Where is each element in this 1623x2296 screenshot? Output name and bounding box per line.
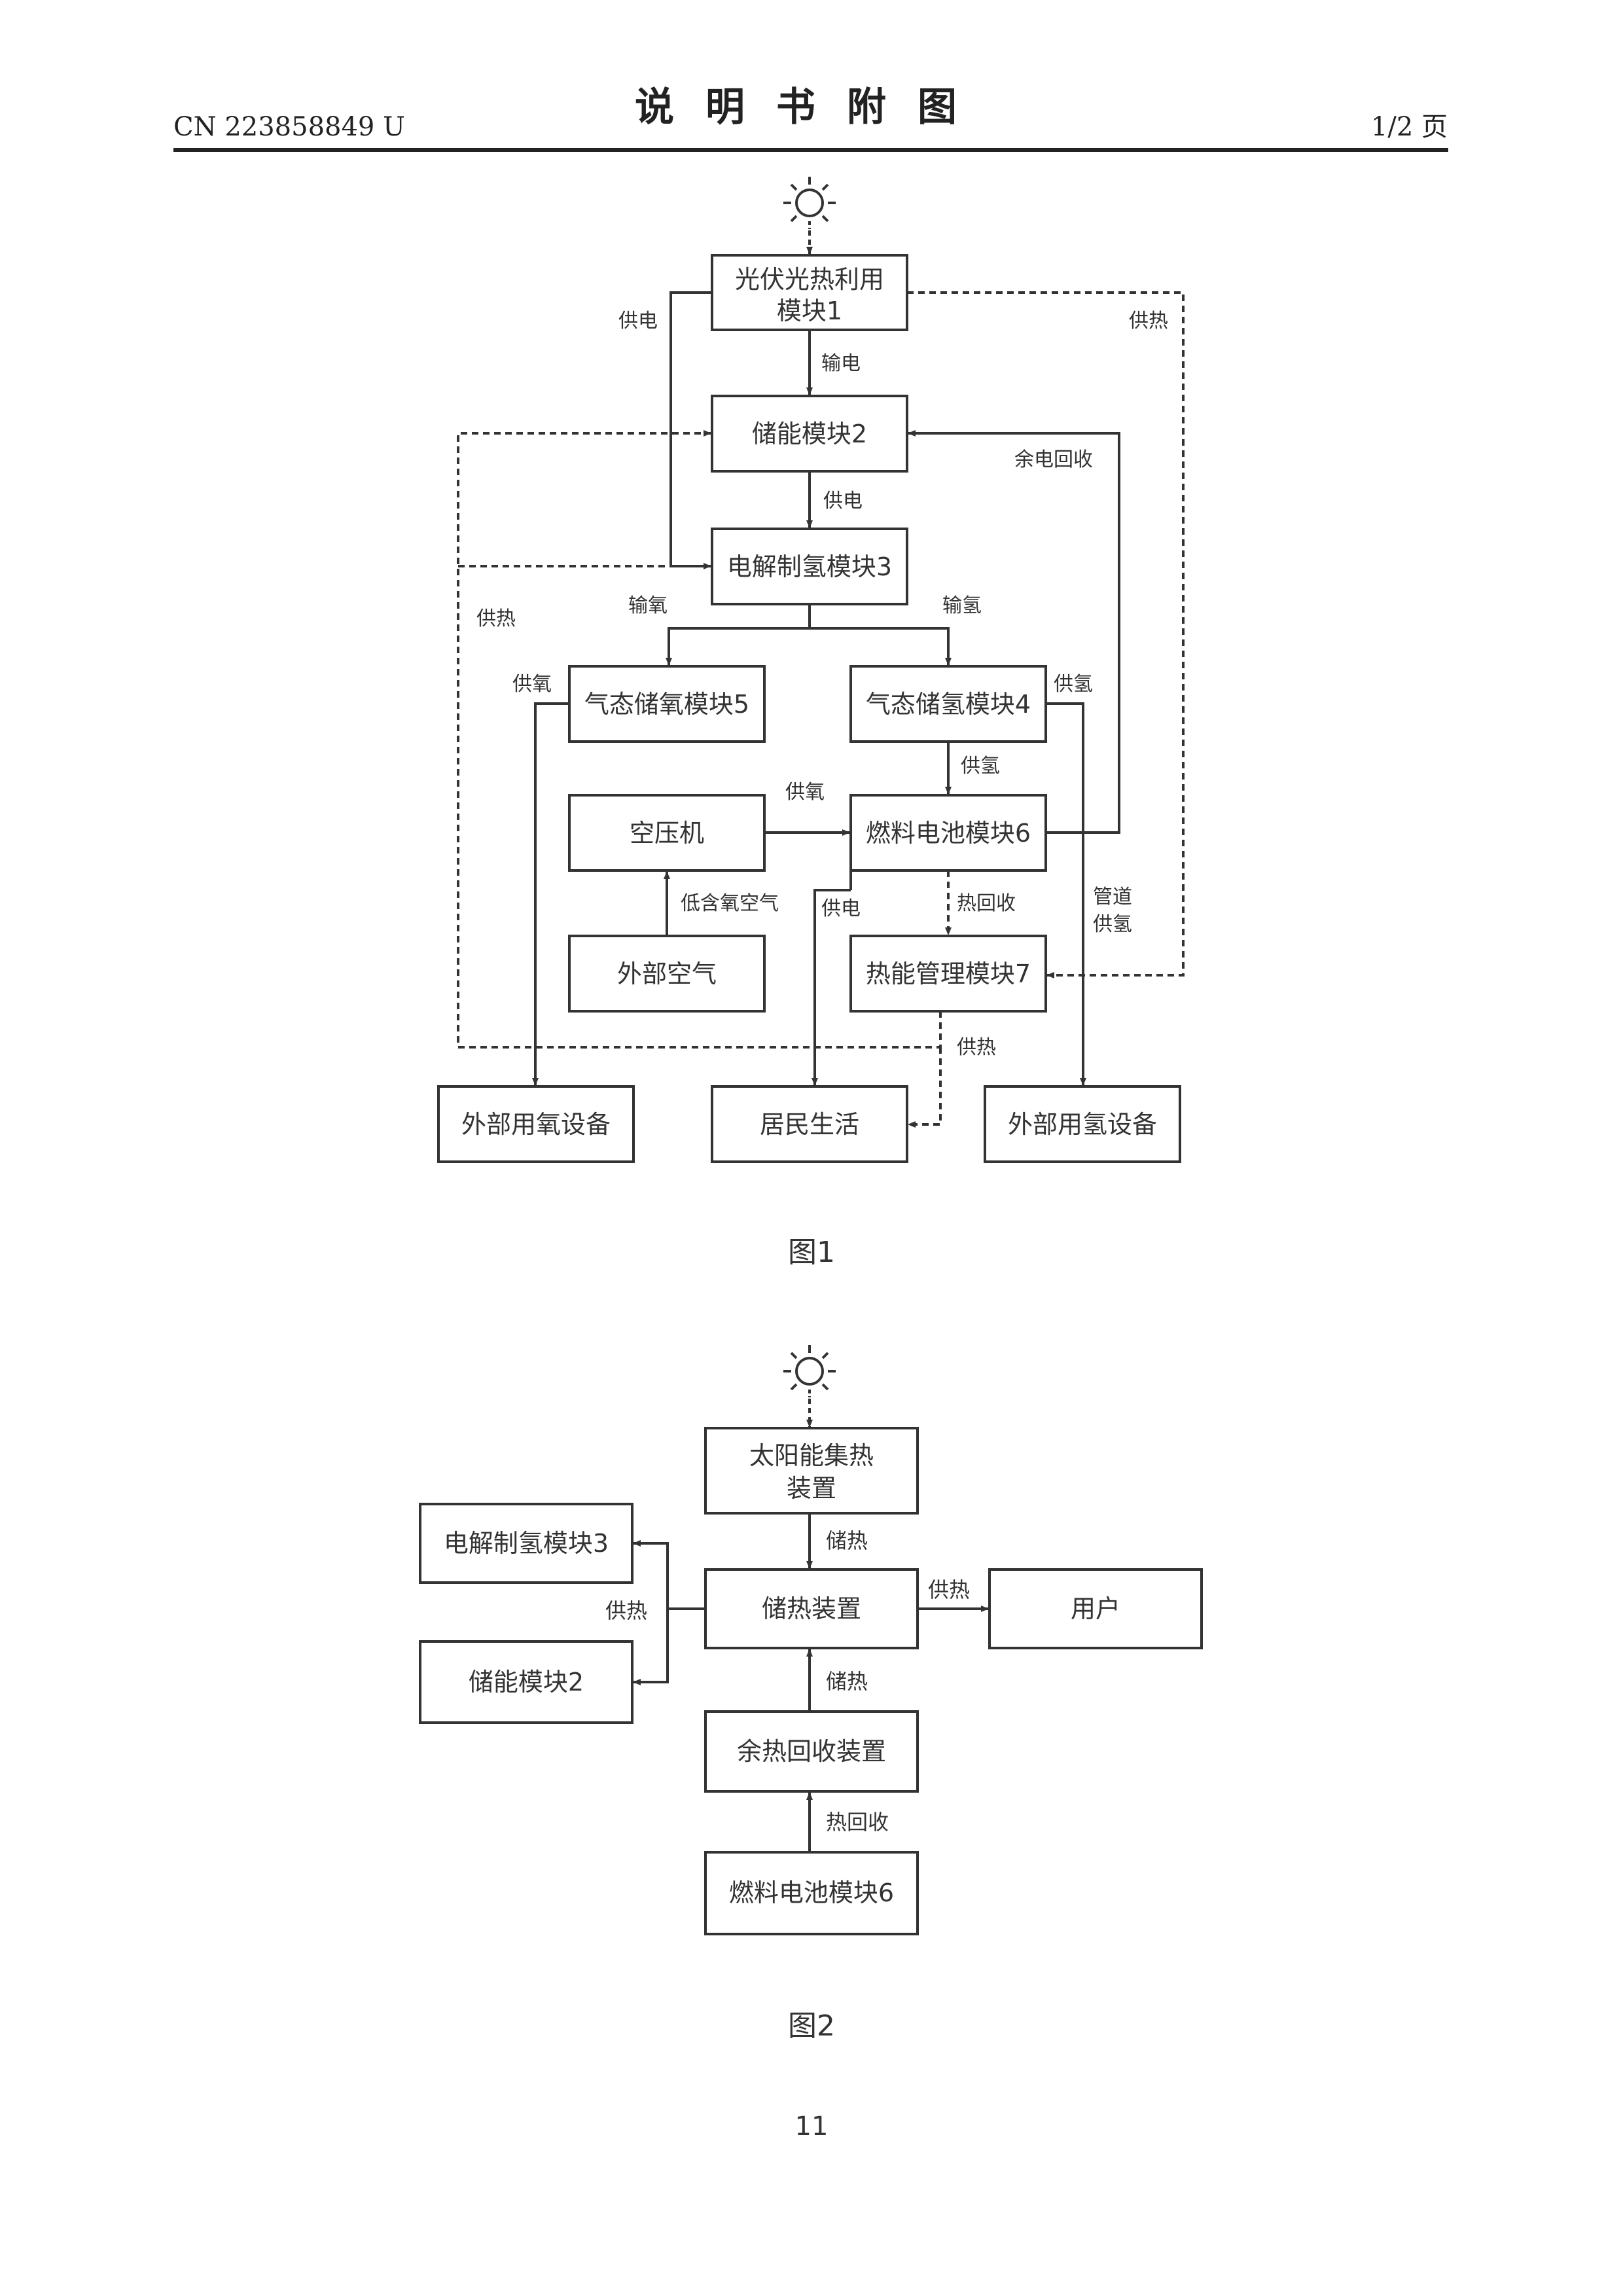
- fig2-label-heat-recovery: 热回收: [826, 1810, 889, 1835]
- fig2-energy-storage-module-label: 储能模块2: [469, 1668, 584, 1696]
- user-label: 用户: [1071, 1594, 1120, 1623]
- label-low-oxygen-air: 低含氧空气: [681, 892, 779, 915]
- fig2-electrolysis-module-label: 电解制氢模块3: [444, 1529, 609, 1558]
- figure-2: [420, 1345, 1202, 1934]
- label-transmit-power: 输电: [821, 352, 861, 375]
- solar-collector-label-line2: 装置: [787, 1474, 836, 1503]
- label-pipeline-hydrogen-line2: 供氢: [1093, 913, 1132, 936]
- line-fuel-cell-surplus-power: [908, 433, 1119, 833]
- waste-heat-recovery-label: 余热回收装置: [737, 1737, 886, 1766]
- pv-thermal-module-label-line1: 光伏光热利用: [735, 265, 884, 294]
- page-number: 11: [795, 2111, 829, 2142]
- label-transmit-hydrogen: 输氢: [942, 594, 982, 617]
- label-heat-recovery: 热回收: [957, 892, 1016, 915]
- fuel-cell-module-label: 燃料电池模块6: [866, 819, 1031, 848]
- line-pv-direct-power: [671, 293, 712, 566]
- sun-icon: [783, 177, 836, 229]
- label-oxygen-supply-left: 供氧: [512, 673, 552, 696]
- dashed-heat-to-residents: [908, 1047, 940, 1124]
- fig2-label-heat-supply-left: 供热: [605, 1598, 647, 1623]
- fig2-label-store-heat-bottom: 储热: [826, 1669, 868, 1694]
- line-hydrogen-to-external: [1046, 704, 1083, 1085]
- line-to-hydrogen-storage: [810, 628, 948, 665]
- label-hydrogen-supply-right: 供氢: [1054, 673, 1093, 696]
- solar-collector-label-line1: 太阳能集热: [749, 1441, 874, 1470]
- figure-1-caption: 图1: [788, 1236, 835, 1269]
- sun-icon: [783, 1345, 836, 1397]
- label-surplus-power-recovery: 余电回收: [1014, 448, 1093, 471]
- figure-2-caption: 图2: [788, 2009, 835, 2043]
- external-hydrogen-equipment-label: 外部用氢设备: [1008, 1110, 1157, 1139]
- residential-life-label: 居民生活: [760, 1110, 859, 1139]
- fig2-label-heat-supply-right: 供热: [928, 1577, 970, 1602]
- electrolysis-module-label: 电解制氢模块3: [727, 552, 892, 581]
- label-transmit-oxygen: 输氧: [628, 594, 668, 617]
- air-compressor-label: 空压机: [630, 819, 704, 848]
- external-oxygen-equipment-label: 外部用氧设备: [461, 1110, 611, 1139]
- label-power-supply-low: 供电: [821, 897, 861, 920]
- hydrogen-storage-module-label: 气态储氢模块4: [866, 690, 1031, 719]
- energy-storage-module-label: 储能模块2: [752, 420, 867, 448]
- thermal-management-module-label: 热能管理模块7: [866, 960, 1031, 988]
- label-oxygen-supply-mid: 供氧: [785, 781, 825, 804]
- label-power-supply-left: 供电: [618, 310, 658, 332]
- label-heat-supply-left: 供热: [476, 607, 516, 630]
- label-pipeline-hydrogen-line1: 管道: [1093, 886, 1132, 908]
- label-heat-supply-top-right: 供热: [1129, 310, 1168, 332]
- pv-thermal-module-label-line2: 模块1: [777, 296, 842, 325]
- fig2-fuel-cell-module-label: 燃料电池模块6: [729, 1878, 894, 1907]
- label-hydrogen-supply-mid: 供氢: [961, 755, 1000, 778]
- outside-air-label: 外部空气: [617, 960, 717, 988]
- oxygen-storage-module-label: 气态储氧模块5: [584, 690, 749, 719]
- line-electrolysis-split: [669, 604, 810, 665]
- line-oxygen-to-external: [535, 704, 569, 1085]
- fig2-label-store-heat-top: 储热: [826, 1528, 868, 1553]
- label-heat-supply-bottom: 供热: [957, 1036, 996, 1059]
- heat-storage-device-label: 储热装置: [762, 1594, 861, 1623]
- label-power-supply-mid: 供电: [823, 490, 863, 512]
